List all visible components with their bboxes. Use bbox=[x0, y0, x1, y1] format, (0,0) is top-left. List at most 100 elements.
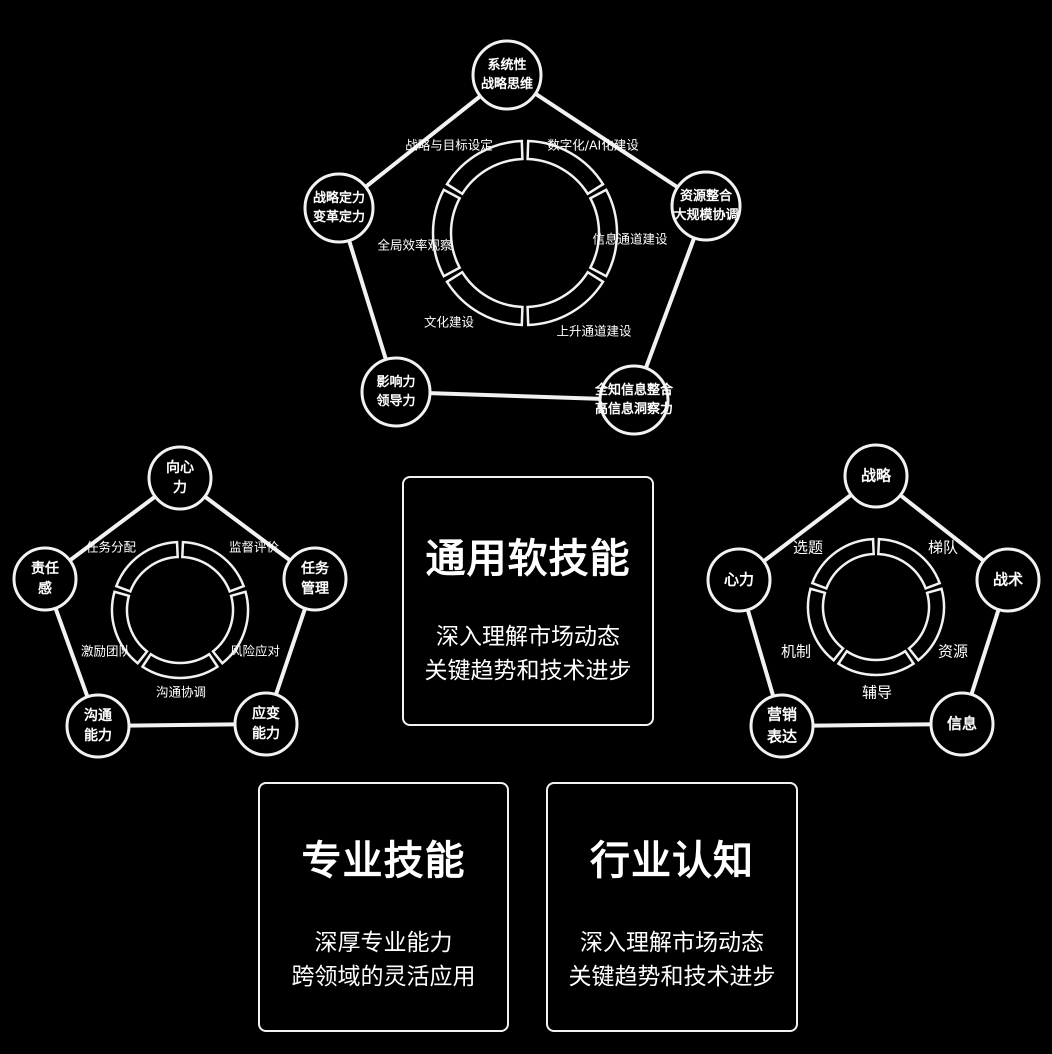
node-label: 沟通 bbox=[84, 707, 112, 724]
node-label: 资源整合 bbox=[680, 188, 733, 204]
dimension-label: 梯队 bbox=[928, 539, 958, 557]
node-label: 影响力 bbox=[376, 374, 415, 390]
node-circle bbox=[147, 445, 213, 511]
node-label: 系统性 bbox=[487, 57, 526, 73]
dimension-label: 任务分配 bbox=[86, 540, 137, 555]
node-label: 管理 bbox=[301, 580, 329, 597]
dimension-label: 激励团队 bbox=[81, 644, 132, 659]
node-label: 战略定力 bbox=[313, 190, 365, 206]
dimension-label: 信息通道建设 bbox=[592, 232, 668, 247]
card-general-soft-skills: 通用软技能 深入理解市场动态 关键趋势和技术进步 bbox=[402, 476, 654, 726]
node-circle bbox=[303, 172, 375, 244]
node-circle bbox=[233, 691, 299, 757]
pentagon-node: 信息 bbox=[929, 691, 995, 757]
card-professional-skills: 专业技能 深厚专业能力 跨领域的灵活应用 bbox=[258, 782, 509, 1032]
dimension-label: 上升通道建设 bbox=[556, 324, 632, 339]
dimension-label: 全局效率观察 bbox=[377, 238, 453, 253]
node-circle bbox=[65, 693, 131, 759]
node-circle bbox=[670, 170, 742, 242]
node-circle bbox=[471, 39, 543, 111]
node-label: 战略 bbox=[861, 467, 892, 485]
dimension-label: 监督评价 bbox=[229, 540, 280, 555]
card-title: 通用软技能 bbox=[425, 536, 631, 582]
node-label: 应变 bbox=[252, 705, 280, 722]
pentagon-node: 战术 bbox=[975, 547, 1041, 613]
node-circle bbox=[12, 546, 78, 612]
card-line: 跨领域的灵活应用 bbox=[291, 964, 476, 990]
ring-segment bbox=[526, 139, 605, 196]
node-label: 信息 bbox=[947, 715, 977, 733]
node-label: 感 bbox=[38, 580, 52, 597]
node-label: 战略思维 bbox=[481, 76, 533, 92]
ring-segment bbox=[181, 540, 246, 594]
node-label: 任务 bbox=[300, 560, 330, 577]
node-label: 领导力 bbox=[376, 393, 415, 409]
pentagon-node: 战略 bbox=[843, 443, 909, 509]
card-line: 关键趋势和技术进步 bbox=[424, 658, 632, 684]
node-circle bbox=[975, 547, 1041, 613]
node-circle bbox=[749, 693, 815, 759]
ring-segment bbox=[877, 537, 942, 591]
dimension-label: 沟通协调 bbox=[156, 685, 206, 700]
node-label: 战术 bbox=[993, 571, 1023, 589]
card-line: 深入理解市场动态 bbox=[436, 624, 620, 650]
dimension-label: 资源 bbox=[938, 643, 968, 661]
node-label: 高信息洞察力 bbox=[595, 401, 673, 417]
node-label: 变革定力 bbox=[313, 209, 365, 225]
pentagon-node: 心力 bbox=[706, 547, 772, 613]
ring-segment bbox=[431, 188, 462, 278]
card-title: 行业认知 bbox=[590, 838, 754, 884]
ring-segment bbox=[806, 587, 845, 662]
dimension-label: 文化建设 bbox=[424, 315, 475, 330]
card-line: 关键趋势和技术进步 bbox=[568, 964, 776, 990]
node-circle bbox=[706, 547, 772, 613]
dimension-label: 机制 bbox=[781, 643, 811, 661]
dimension-label: 风险应对 bbox=[230, 644, 280, 659]
node-label: 营销 bbox=[767, 706, 797, 724]
node-label: 表达 bbox=[767, 727, 797, 745]
node-circle bbox=[929, 691, 995, 757]
dimension-label: 辅导 bbox=[862, 684, 892, 702]
card-industry-cognition: 行业认知 深入理解市场动态 关键趋势和技术进步 bbox=[546, 782, 798, 1032]
ring-segment bbox=[810, 537, 875, 591]
ring-segment bbox=[836, 649, 916, 677]
node-circle bbox=[843, 443, 909, 509]
node-label: 能力 bbox=[84, 727, 112, 744]
pentagon-node: 责任感 bbox=[12, 546, 78, 612]
ring-segment bbox=[907, 587, 946, 662]
node-circle bbox=[598, 364, 670, 436]
pentagon-left: 任务分配监督评价风险应对沟通协调激励团队向心力任务管理应变能力沟通能力责任感 bbox=[12, 445, 348, 759]
node-label: 全知信息整合 bbox=[594, 382, 674, 398]
ring-segment bbox=[114, 540, 179, 594]
ring-segment bbox=[526, 270, 605, 327]
ring-segment bbox=[140, 652, 220, 680]
pentagon-right: 选题梯队资源辅导机制战略战术信息营销表达心力 bbox=[706, 443, 1041, 759]
ring-segment bbox=[110, 590, 149, 665]
dimension-label: 数字化/AI化建设 bbox=[547, 138, 639, 153]
node-label: 责任 bbox=[31, 560, 59, 577]
node-circle bbox=[282, 546, 348, 612]
dimension-label: 战略与目标设定 bbox=[405, 138, 493, 153]
card-line: 深入理解市场动态 bbox=[580, 930, 764, 956]
card-title: 专业技能 bbox=[301, 838, 466, 884]
pentagon-outline bbox=[337, 73, 708, 402]
node-label: 向心 bbox=[166, 459, 194, 476]
node-label: 大规模协调 bbox=[673, 207, 738, 223]
ring-segment bbox=[445, 270, 524, 327]
card-line: 深厚专业能力 bbox=[314, 930, 453, 956]
pentagon-node: 向心力 bbox=[147, 445, 213, 511]
node-label: 能力 bbox=[252, 725, 280, 742]
ring-segment bbox=[445, 139, 524, 196]
node-label: 心力 bbox=[724, 571, 754, 589]
